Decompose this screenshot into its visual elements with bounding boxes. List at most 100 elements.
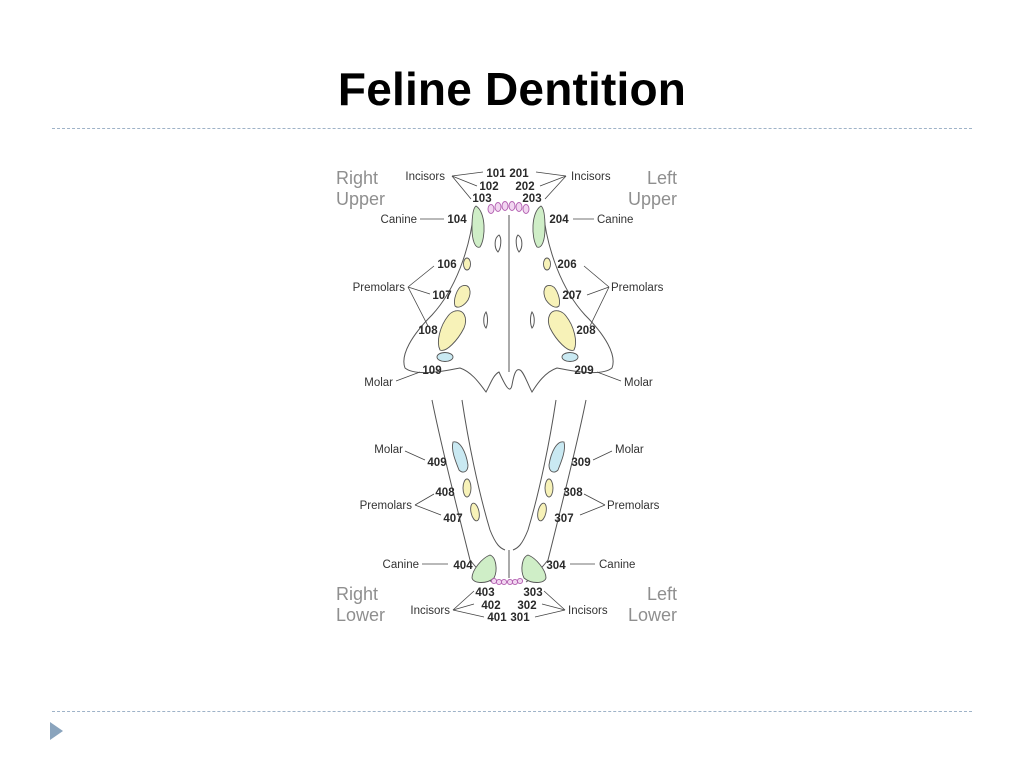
tooth-number-403: 403: [475, 587, 494, 599]
tooth-number-308: 308: [563, 487, 583, 499]
tooth-308: [544, 478, 554, 498]
quadrant-left-upper-line2: Upper: [628, 189, 677, 209]
tooth-206: [543, 257, 551, 271]
label-molar-lower-left: Molar: [615, 444, 644, 456]
label-canine-upper-right: Canine: [381, 214, 417, 226]
tooth-number-303: 303: [523, 587, 542, 599]
tooth-404: [471, 554, 497, 583]
tooth-302: [511, 578, 519, 586]
tooth-number-208: 208: [576, 325, 596, 337]
tooth-309: [548, 441, 565, 473]
tooth-401: [500, 578, 508, 586]
quadrant-right-upper-line2: Upper: [336, 189, 385, 209]
tooth-number-302: 302: [517, 600, 536, 612]
palatine-foramen-left: [530, 311, 535, 329]
tooth-301: [506, 578, 514, 586]
tooth-number-307: 307: [554, 513, 573, 525]
tooth-number-206: 206: [557, 259, 576, 271]
tooth-409: [452, 441, 469, 473]
mandible-left-inner: [512, 399, 557, 551]
incisive-foramen-right: [494, 234, 502, 253]
tooth-number-101: 101: [486, 168, 506, 180]
tooth-102: [494, 202, 502, 212]
tooth-203: [522, 204, 530, 214]
tooth-number-404: 404: [453, 560, 473, 572]
tooth-207: [543, 284, 560, 308]
tooth-103: [487, 204, 495, 214]
palatine-foramen-right: [483, 311, 488, 329]
quadrant-right-lower-line1: Right: [336, 584, 378, 604]
tooth-number-304: 304: [546, 560, 566, 572]
tooth-number-201: 201: [509, 168, 529, 180]
quadrant-left-lower-line2: Lower: [628, 605, 677, 625]
footer-divider: [52, 711, 972, 712]
label-canine-lower-right: Canine: [383, 559, 419, 571]
tooth-303: [516, 577, 524, 585]
tooth-number-103: 103: [472, 193, 491, 205]
tooth-number-407: 407: [443, 513, 462, 525]
tooth-number-204: 204: [549, 214, 569, 226]
tooth-109: [436, 352, 454, 362]
tooth-number-207: 207: [562, 290, 581, 302]
tooth-number-408: 408: [435, 487, 455, 499]
tooth-304: [521, 554, 547, 583]
tooth-108: [437, 310, 466, 351]
label-incisors-upper-left: Incisors: [571, 171, 611, 183]
tooth-number-209: 209: [574, 365, 593, 377]
tooth-number-106: 106: [437, 259, 456, 271]
dental-chart-diagram: Right Upper Left Upper Right Lower Left …: [336, 168, 677, 625]
tooth-number-104: 104: [447, 214, 467, 226]
label-incisors-upper-right: Incisors: [405, 171, 445, 183]
tooth-209: [561, 352, 579, 362]
tooth-106: [463, 257, 471, 271]
tooth-numbers: 101 201 102 202 103 203 104 204 106 206 …: [418, 168, 596, 624]
tooth-number-409: 409: [427, 457, 446, 469]
title-divider: [52, 128, 972, 129]
quadrant-left-lower-line1: Left: [647, 584, 677, 604]
tooth-107: [454, 284, 471, 308]
tooth-201: [508, 201, 516, 211]
tooth-number-401: 401: [487, 612, 507, 624]
label-premolars-upper-right: Premolars: [353, 282, 406, 294]
tooth-104: [471, 205, 485, 248]
tooth-number-309: 309: [571, 457, 590, 469]
tooth-number-202: 202: [515, 181, 534, 193]
label-canine-upper-left: Canine: [597, 214, 633, 226]
label-incisors-lower-left: Incisors: [568, 605, 608, 617]
mandible-right-inner: [461, 399, 506, 551]
tooth-403: [490, 577, 498, 585]
label-premolars-lower-right: Premolars: [360, 500, 413, 512]
upper-jaw: [403, 209, 614, 393]
label-molar-upper-right: Molar: [364, 377, 393, 389]
label-premolars-lower-left: Premolars: [607, 500, 660, 512]
tooth-307: [537, 502, 547, 522]
play-arrow-icon[interactable]: [50, 722, 63, 740]
leader-lines: [395, 171, 622, 618]
incisive-foramen-left: [515, 234, 523, 253]
tooth-number-301: 301: [510, 612, 530, 624]
tooth-number-102: 102: [479, 181, 498, 193]
slide-title: Feline Dentition: [337, 63, 687, 115]
label-premolars-upper-left: Premolars: [611, 282, 664, 294]
quadrant-right-lower-line2: Lower: [336, 605, 385, 625]
tooth-402: [495, 578, 503, 586]
upper-jaw-outline: [403, 209, 614, 393]
tooth-number-203: 203: [522, 193, 541, 205]
tooth-101: [501, 201, 509, 211]
label-molar-lower-right: Molar: [374, 444, 403, 456]
quadrant-left-upper-line1: Left: [647, 168, 677, 188]
label-canine-lower-left: Canine: [599, 559, 635, 571]
label-incisors-lower-right: Incisors: [410, 605, 450, 617]
tooth-number-109: 109: [422, 365, 441, 377]
lower-incisors: [490, 577, 524, 586]
tooth-number-108: 108: [418, 325, 438, 337]
upper-incisors: [487, 201, 530, 214]
quadrant-right-upper-line1: Right: [336, 168, 378, 188]
tooth-204: [532, 205, 546, 248]
tooth-number-402: 402: [481, 600, 500, 612]
tooth-408: [462, 478, 472, 498]
label-molar-upper-left: Molar: [624, 377, 653, 389]
tooth-407: [470, 502, 480, 522]
tooth-202: [515, 202, 523, 212]
teeth: [436, 201, 579, 586]
